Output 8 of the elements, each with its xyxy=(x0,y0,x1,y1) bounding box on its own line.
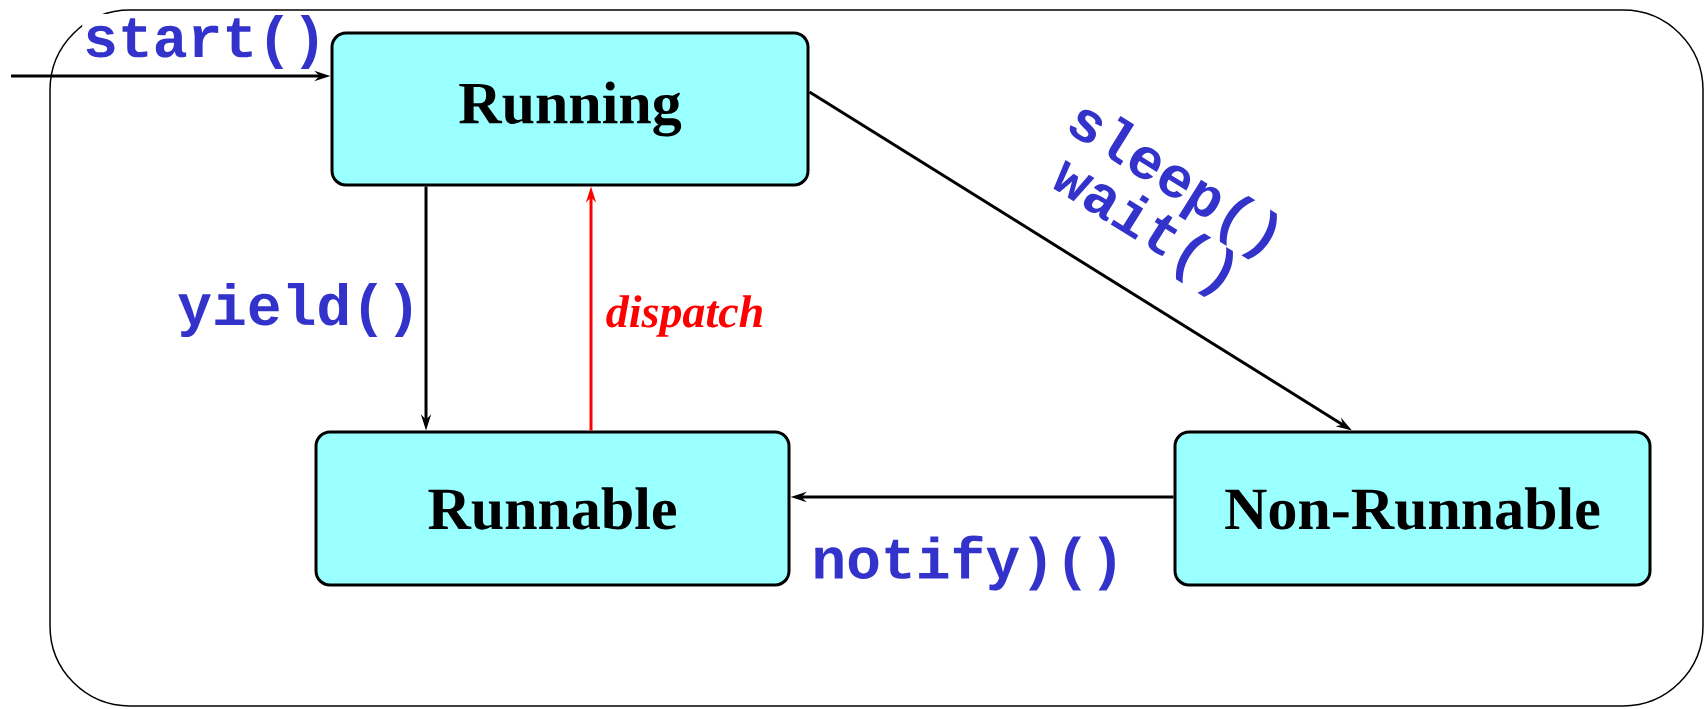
region-box xyxy=(49,9,1704,707)
edge-label: yield() xyxy=(176,281,422,339)
state-box: Non-Runnable xyxy=(1173,430,1652,587)
state-box: Running xyxy=(330,31,810,187)
state-box: Runnable xyxy=(314,430,791,587)
edge-label: start() xyxy=(82,13,328,71)
edge-label: dispatch xyxy=(604,294,766,338)
edge-label: notify)() xyxy=(810,534,1126,592)
